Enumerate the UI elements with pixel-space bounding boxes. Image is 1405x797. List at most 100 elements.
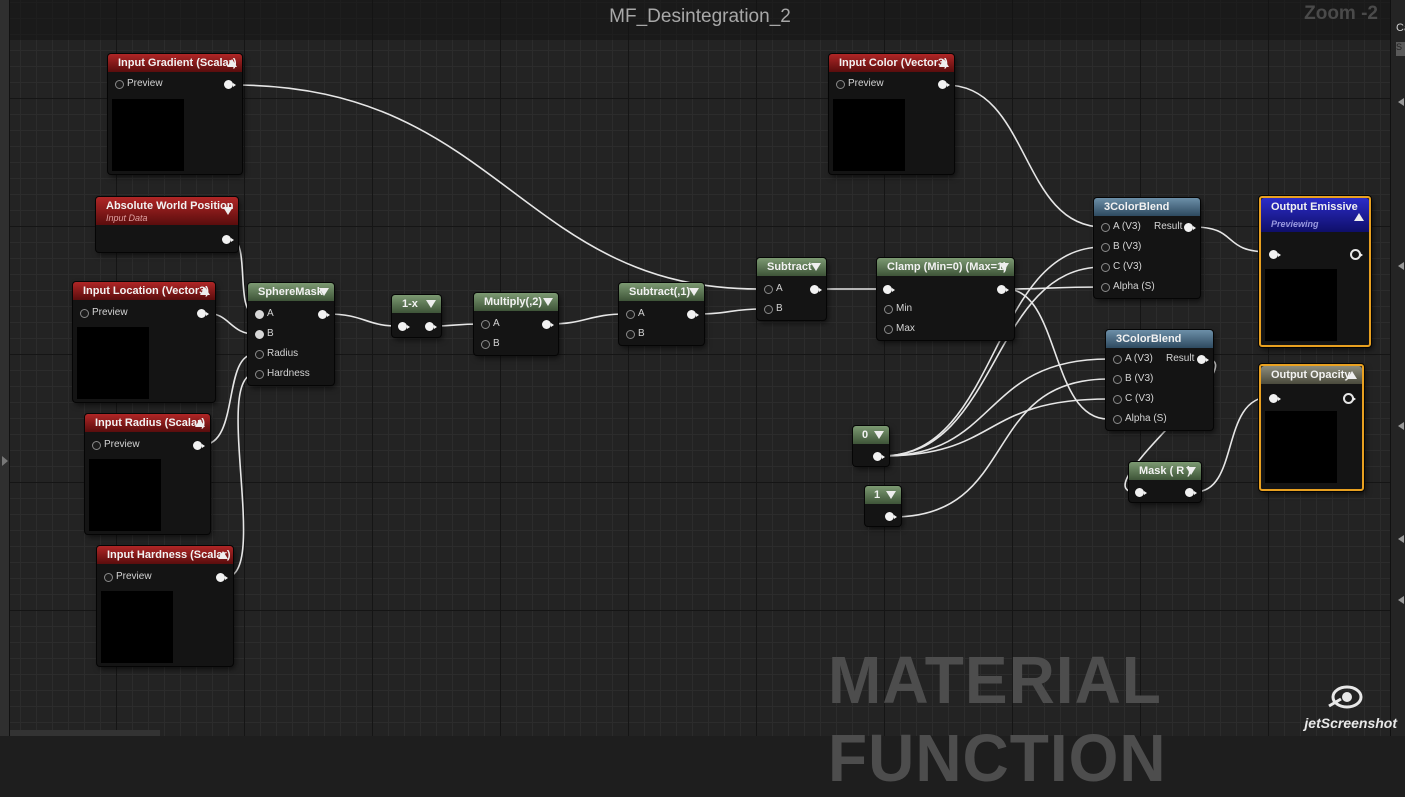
output-pin[interactable] (542, 320, 554, 329)
preview-pin[interactable] (92, 441, 101, 450)
input-pin[interactable] (1113, 375, 1122, 384)
input-color-node[interactable]: Input Color (Vector3) Preview (829, 54, 954, 174)
input-pin[interactable] (255, 370, 264, 379)
input-pin[interactable] (398, 322, 410, 331)
collapse-arrow-icon[interactable] (886, 491, 896, 499)
multiply-node[interactable]: Multiply(,2) A B (474, 293, 558, 355)
subtract-one-node[interactable]: Subtract(,1) A B (619, 283, 704, 345)
output-pin[interactable] (197, 309, 209, 318)
collapse-arrow-icon[interactable] (689, 288, 699, 296)
input-hardness-node[interactable]: Input Hardness (Scalar) Preview (97, 546, 233, 666)
collapse-arrow-icon[interactable] (2, 456, 8, 466)
input-pin[interactable] (626, 330, 635, 339)
collapse-arrow-icon[interactable] (1354, 213, 1364, 221)
input-pin[interactable] (764, 285, 773, 294)
input-pin[interactable] (481, 340, 490, 349)
collapse-arrow-icon[interactable] (874, 431, 884, 439)
input-radius-node[interactable]: Input Radius (Scalar) Preview (85, 414, 210, 534)
input-pin[interactable] (1101, 223, 1110, 232)
input-pin[interactable] (1113, 355, 1122, 364)
collapse-arrow-icon[interactable] (426, 300, 436, 308)
constant-zero-node[interactable]: 0 (853, 426, 889, 466)
horizontal-scrollbar[interactable] (10, 730, 160, 736)
input-pin[interactable] (1269, 250, 1281, 259)
collapse-arrow-icon[interactable] (200, 287, 210, 295)
expand-arrow-icon[interactable] (1398, 596, 1404, 604)
collapse-arrow-icon[interactable] (223, 207, 233, 215)
output-pin[interactable] (938, 80, 950, 89)
graph-title-bar: MF_Desintegration_2 Zoom -2 (10, 0, 1390, 40)
collapse-arrow-icon[interactable] (1347, 371, 1357, 379)
input-pin[interactable] (1113, 415, 1122, 424)
input-pin[interactable] (255, 330, 264, 339)
input-pin[interactable] (764, 305, 773, 314)
details-search-field[interactable]: S (1396, 42, 1405, 56)
output-pin[interactable] (1343, 393, 1356, 404)
collapse-arrow-icon[interactable] (218, 551, 228, 559)
preview-pin[interactable] (115, 80, 124, 89)
expand-arrow-icon[interactable] (1398, 262, 1404, 270)
input-pin[interactable] (1101, 263, 1110, 272)
constant-one-node[interactable]: 1 (865, 486, 901, 526)
collapse-arrow-icon[interactable] (543, 298, 553, 306)
pin-label: Alpha (S) (1125, 413, 1167, 424)
node-header: Mask ( R ) (1129, 462, 1201, 480)
output-pin[interactable] (425, 322, 437, 331)
sphere-mask-node[interactable]: SphereMask A B Radius Hardness (248, 283, 334, 385)
input-pin[interactable] (1135, 488, 1147, 497)
output-pin[interactable] (1185, 488, 1197, 497)
input-pin[interactable] (884, 325, 893, 334)
node-title: Mask ( R ) (1139, 465, 1191, 477)
output-pin[interactable] (873, 452, 885, 461)
output-pin[interactable] (1184, 223, 1196, 232)
expand-arrow-icon[interactable] (1398, 535, 1404, 543)
output-pin[interactable] (1350, 249, 1363, 260)
output-pin[interactable] (885, 512, 897, 521)
output-pin[interactable] (216, 573, 228, 582)
input-pin[interactable] (1101, 243, 1110, 252)
preview-pin[interactable] (104, 573, 113, 582)
output-opacity-node[interactable]: Output Opacity (1259, 364, 1364, 491)
input-pin[interactable] (1101, 283, 1110, 292)
output-pin[interactable] (997, 285, 1009, 294)
input-pin[interactable] (884, 305, 893, 314)
collapse-arrow-icon[interactable] (1186, 467, 1196, 475)
expand-arrow-icon[interactable] (1398, 422, 1404, 430)
input-pin[interactable] (883, 285, 895, 294)
color-blend-node-2[interactable]: 3ColorBlend A (V3)Result B (V3) C (V3) A… (1106, 330, 1213, 430)
output-pin[interactable] (687, 310, 699, 319)
input-pin[interactable] (1113, 395, 1122, 404)
output-pin[interactable] (1197, 355, 1209, 364)
node-header: Input Radius (Scalar) (85, 414, 210, 432)
subtract-node[interactable]: Subtract A B (757, 258, 826, 320)
input-pin[interactable] (1269, 394, 1281, 403)
preview-pin[interactable] (80, 309, 89, 318)
collapse-arrow-icon[interactable] (939, 59, 949, 67)
pin-label: Max (896, 323, 915, 334)
expand-arrow-icon[interactable] (1398, 98, 1404, 106)
preview-pin[interactable] (836, 80, 845, 89)
input-location-node[interactable]: Input Location (Vector3) Preview (73, 282, 215, 402)
input-pin[interactable] (481, 320, 490, 329)
output-pin[interactable] (193, 441, 205, 450)
collapse-arrow-icon[interactable] (195, 419, 205, 427)
mask-r-node[interactable]: Mask ( R ) (1129, 462, 1201, 502)
collapse-arrow-icon[interactable] (999, 263, 1009, 271)
input-pin[interactable] (255, 350, 264, 359)
collapse-arrow-icon[interactable] (319, 288, 329, 296)
one-minus-node[interactable]: 1-x (392, 295, 441, 337)
output-pin[interactable] (810, 285, 822, 294)
collapse-arrow-icon[interactable] (811, 263, 821, 271)
output-pin[interactable] (318, 310, 330, 319)
clamp-node[interactable]: Clamp (Min=0) (Max=1) Min Max (877, 258, 1014, 340)
output-pin[interactable] (222, 235, 234, 244)
pin-label: B (638, 328, 645, 339)
input-pin[interactable] (255, 310, 264, 319)
output-pin[interactable] (224, 80, 236, 89)
input-pin[interactable] (626, 310, 635, 319)
collapse-arrow-icon[interactable] (227, 59, 237, 67)
color-blend-node-1[interactable]: 3ColorBlend A (V3)Result B (V3) C (V3) A… (1094, 198, 1200, 298)
input-gradient-node[interactable]: Input Gradient (Scalar) Preview (108, 54, 242, 174)
